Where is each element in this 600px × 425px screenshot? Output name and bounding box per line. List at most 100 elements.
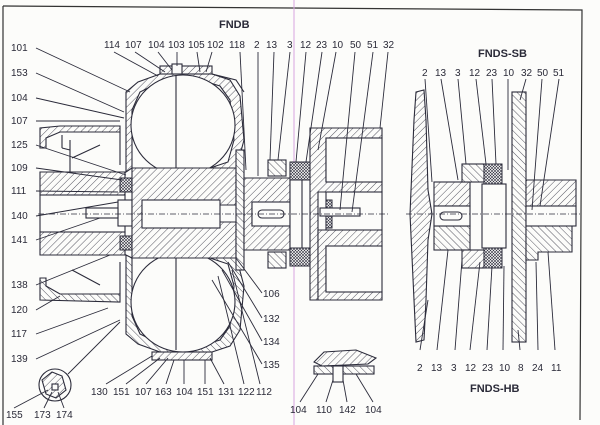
part-label: 155 <box>6 410 23 421</box>
part-label: 10 <box>499 363 511 374</box>
bearing-lower <box>119 235 133 251</box>
output-lower-cavity <box>325 245 383 293</box>
leader-lines <box>13 47 560 409</box>
part-label: 32 <box>521 68 533 79</box>
part-label: 141 <box>11 235 28 246</box>
fndb-assembly <box>38 63 388 361</box>
part-label: 104 <box>148 40 165 51</box>
part-label: 104 <box>11 93 28 104</box>
title-fnds-hb: FNDS-HB <box>470 383 520 395</box>
part-label: 112 <box>256 387 272 398</box>
part-label: 153 <box>11 68 28 79</box>
fndb-bottom-labels: 130 151 107 163 104 151 131 122 112 <box>91 387 272 398</box>
part-label: 2 <box>417 363 423 374</box>
hub-2 <box>433 181 471 207</box>
lower-fill-plug <box>151 351 213 361</box>
part-label: 8 <box>518 363 524 374</box>
part-label: 50 <box>537 68 549 79</box>
part-label: 10 <box>503 68 515 79</box>
part-label: 163 <box>155 387 172 398</box>
flange-3-lower <box>461 249 485 269</box>
flange-3 <box>461 163 485 183</box>
part-label: 106 <box>263 289 280 300</box>
hub-2-lower <box>433 225 471 251</box>
part-label: 117 <box>11 329 27 340</box>
part-label: 151 <box>197 387 214 398</box>
housing-bottom <box>39 277 121 303</box>
part-label: 32 <box>383 40 395 51</box>
small-seal-detail <box>313 349 378 383</box>
input-shaft-lower <box>39 231 126 256</box>
elastic-23-fnds <box>483 163 503 185</box>
part-label: 50 <box>350 40 362 51</box>
part-label: 104 <box>290 405 307 416</box>
part-label: 107 <box>11 116 28 127</box>
part-label: 110 <box>316 405 332 416</box>
drawing-frame <box>2 5 583 421</box>
housing-ribs <box>71 132 121 294</box>
part-label: 107 <box>135 387 152 398</box>
part-label: 104 <box>176 387 193 398</box>
title-fndb: FNDB <box>219 19 250 31</box>
bolt <box>85 207 119 219</box>
part-label: 10 <box>332 40 344 51</box>
part-label: 140 <box>11 211 28 222</box>
fnds-top-labels: 2 13 3 12 23 10 32 50 51 <box>422 68 565 79</box>
detail-view <box>38 321 121 402</box>
part-label: 105 <box>188 40 205 51</box>
part-label: 132 <box>263 314 280 325</box>
fnds-assembly <box>406 89 582 343</box>
upper-fill-plug <box>159 65 213 75</box>
part-label: 102 <box>207 40 224 51</box>
upper-torus-chamber <box>130 74 236 176</box>
part-label: 135 <box>263 360 280 371</box>
part-label: 111 <box>11 186 27 197</box>
part-label: 118 <box>229 40 245 51</box>
part-label: 11 <box>551 363 562 374</box>
fnds-bottom-labels: 2 13 3 12 23 10 8 24 11 <box>417 363 562 374</box>
part-label: 134 <box>263 337 280 348</box>
fndb-left-labels: 101 153 104 107 125 109 111 140 141 138 … <box>11 43 28 365</box>
part-label: 2 <box>422 68 428 79</box>
title-fnds-sb: FNDS-SB <box>478 48 527 60</box>
part-label: 122 <box>238 387 255 398</box>
part-label: 114 <box>104 40 120 51</box>
part-label: 104 <box>365 405 382 416</box>
housing-top <box>39 125 121 149</box>
fndb-right-labels: 106 132 134 135 <box>263 289 280 371</box>
part-label: 23 <box>482 363 494 374</box>
key-slot-fnds <box>439 211 463 221</box>
part-label: 12 <box>465 363 477 374</box>
part-label: 3 <box>287 40 293 51</box>
flange-13-lower <box>267 251 287 269</box>
part-label: 13 <box>266 40 278 51</box>
part-label: 24 <box>532 363 544 374</box>
part-label: 120 <box>11 305 28 316</box>
part-label: 109 <box>11 163 28 174</box>
small-detail-labels: 104 110 142 104 <box>290 405 382 416</box>
part-label: 13 <box>435 68 447 79</box>
fndb-top-labels: 114 107 104 103 105 102 118 2 13 3 12 23… <box>104 40 395 51</box>
part-label: 101 <box>11 43 28 54</box>
detail-labels: 155 173 174 <box>6 410 73 421</box>
output-hub-lower <box>525 225 573 261</box>
part-label: 131 <box>218 387 235 398</box>
output-upper-cavity <box>325 137 383 183</box>
part-label: 3 <box>455 68 461 79</box>
brake-drum-8 <box>511 91 527 343</box>
part-label: 173 <box>34 410 51 421</box>
elastic-23 <box>289 161 311 181</box>
part-label: 13 <box>431 363 443 374</box>
part-label: 2 <box>254 40 260 51</box>
lower-torus-chamber <box>130 251 236 353</box>
part-label: 103 <box>168 40 185 51</box>
upper-cover <box>211 73 245 93</box>
bolt-head <box>117 199 133 227</box>
flange-13 <box>267 159 287 177</box>
part-label: 107 <box>125 40 142 51</box>
elastic-23-lower <box>289 247 311 267</box>
part-label: 142 <box>339 405 356 416</box>
part-label: 3 <box>451 363 457 374</box>
spacer-fnds <box>481 183 507 249</box>
